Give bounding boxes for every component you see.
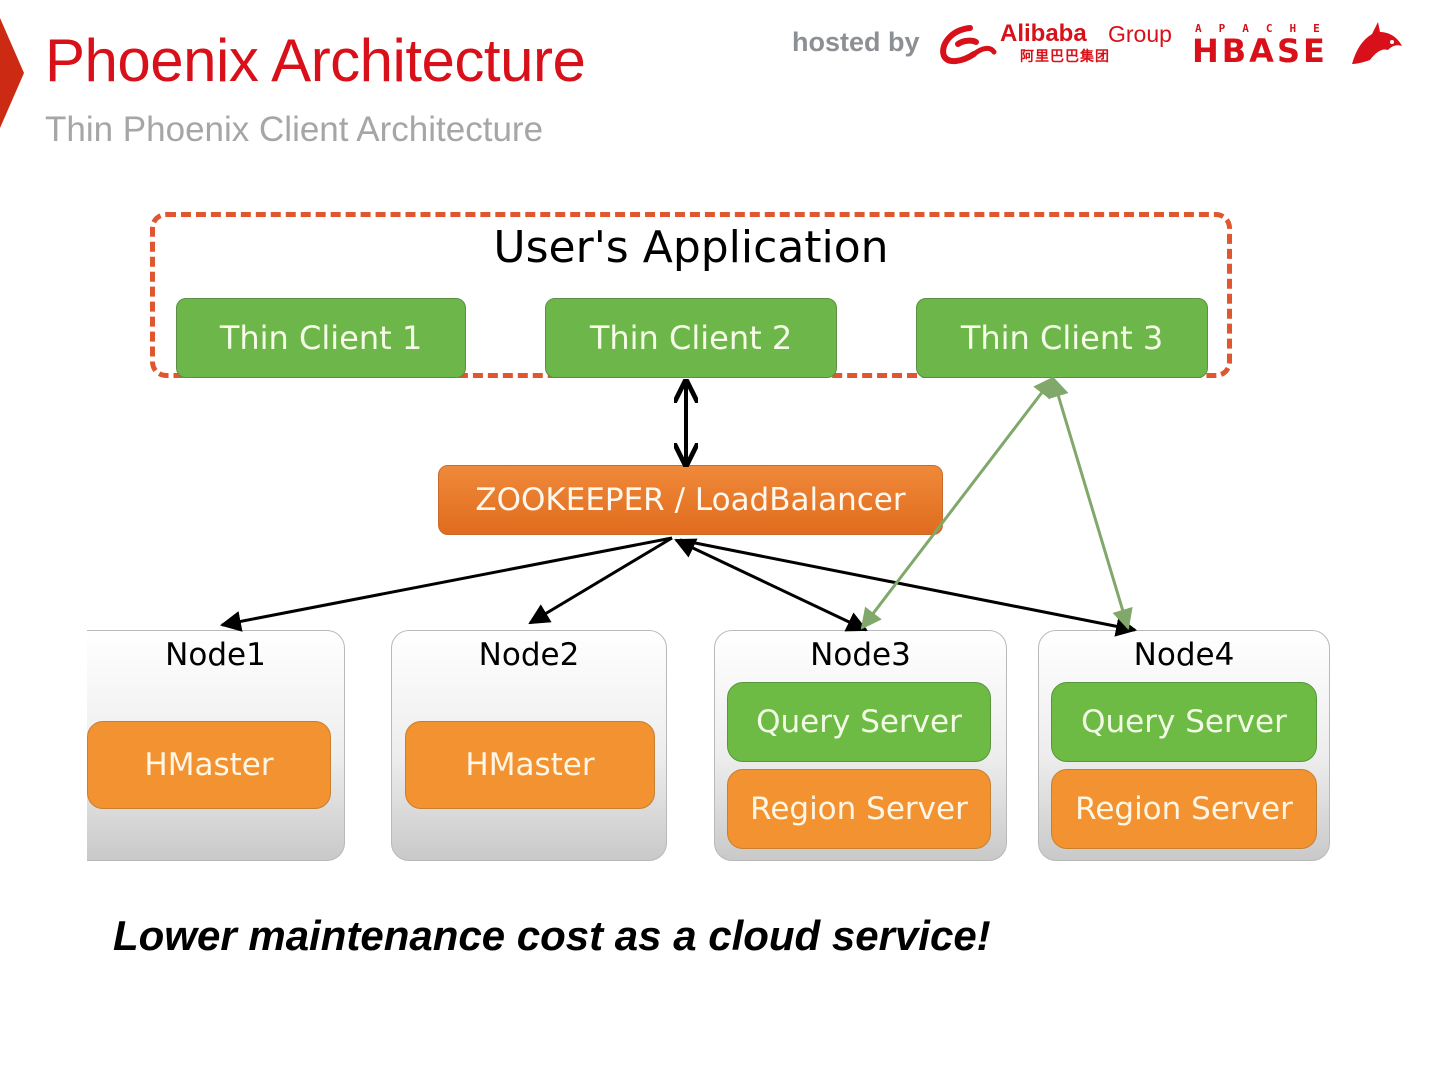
hbase-orca-icon [1352, 22, 1402, 64]
hbase-label: HBASE [1192, 32, 1328, 70]
page-subtitle: Thin Phoenix Client Architecture [45, 110, 544, 149]
thin-client-1[interactable]: Thin Client 1 [176, 298, 466, 378]
node-label: Node3 [810, 637, 911, 673]
thin-client-2[interactable]: Thin Client 2 [545, 298, 837, 378]
users-application-title: User's Application [493, 222, 889, 273]
alibaba-logo-icon [940, 25, 997, 64]
apache-label: APACHE [1195, 22, 1337, 35]
page-title: Phoenix Architecture [45, 27, 586, 94]
hmaster[interactable]: HMaster [87, 721, 331, 809]
arrow-balancer-node2 [528, 536, 673, 625]
query-server[interactable]: Query Server [727, 682, 991, 762]
hosted-by-label: hosted by [792, 27, 920, 57]
node-label: Node2 [478, 637, 580, 673]
node-4[interactable]: Node4 Query Server Region Server [1038, 630, 1330, 861]
query-server[interactable]: Query Server [1051, 682, 1317, 762]
region-server[interactable]: Region Server [1051, 769, 1317, 849]
arrow-client3-node4 [1048, 375, 1133, 631]
arrow-balancer-node1 [219, 536, 673, 632]
node-label: Node1 [165, 637, 266, 673]
node-2[interactable]: Node2 HMaster [391, 630, 667, 861]
hmaster[interactable]: HMaster [405, 721, 655, 809]
arrow-balancer-node3 [674, 538, 868, 632]
node-3[interactable]: Node3 Query Server Region Server [714, 630, 1007, 861]
node-label: Node4 [1133, 637, 1235, 673]
arrow-balancer-node4 [679, 538, 1138, 637]
zookeeper-loadbalancer[interactable]: ZOOKEEPER / LoadBalancer [438, 465, 943, 535]
alibaba-name: Alibaba [1000, 20, 1087, 47]
alibaba-chinese-name: 阿里巴巴集团 [1020, 49, 1110, 65]
node-1[interactable]: Node1 HMaster [87, 630, 345, 861]
thin-client-3[interactable]: Thin Client 3 [916, 298, 1208, 378]
accent-chevron [0, 18, 24, 128]
alibaba-group: Group [1108, 21, 1172, 47]
region-server[interactable]: Region Server [727, 769, 991, 849]
tagline: Lower maintenance cost as a cloud servic… [113, 912, 991, 959]
